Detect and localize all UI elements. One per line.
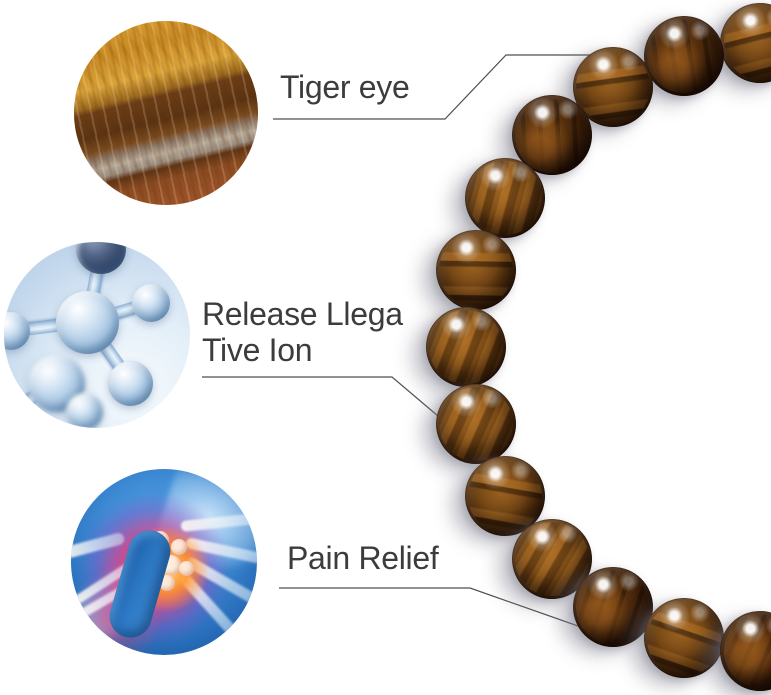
- tiger-eye-callout-line: [273, 54, 600, 120]
- negative-ion-molecule-image: [4, 242, 190, 428]
- tiger-eye-bead: [465, 456, 546, 537]
- pain-relief-xray-image: [71, 469, 257, 655]
- tiger-eye-bead: [507, 91, 596, 180]
- molecule-atom: [108, 361, 153, 406]
- tiger-eye-bead: [435, 384, 516, 465]
- tiger-eye-bead: [426, 307, 506, 387]
- xray-carpal-bone: [179, 561, 194, 576]
- tiger-eye-bead: [462, 155, 548, 241]
- tiger-eye-label: Tiger eye: [280, 69, 410, 105]
- tiger-eye-bead: [640, 595, 727, 682]
- tiger-eye-stone-image: [74, 21, 258, 205]
- tiger-eye-bead: [570, 565, 655, 649]
- molecule-atom: [132, 284, 170, 322]
- molecule-atom-center: [56, 291, 119, 354]
- tiger-eye-bead: [636, 8, 731, 103]
- negative-ion-callout-line: [202, 376, 439, 417]
- pain-relief-label: Pain Relief: [287, 540, 439, 576]
- negative-ion-label: Release Llega Tive Ion: [202, 296, 403, 368]
- tiger-eye-bead: [434, 228, 517, 311]
- xray-carpal-bone: [171, 539, 187, 555]
- molecule-atom: [66, 393, 103, 428]
- tiger-eye-bead: [712, 0, 771, 92]
- tiger-eye-bead: [715, 606, 771, 695]
